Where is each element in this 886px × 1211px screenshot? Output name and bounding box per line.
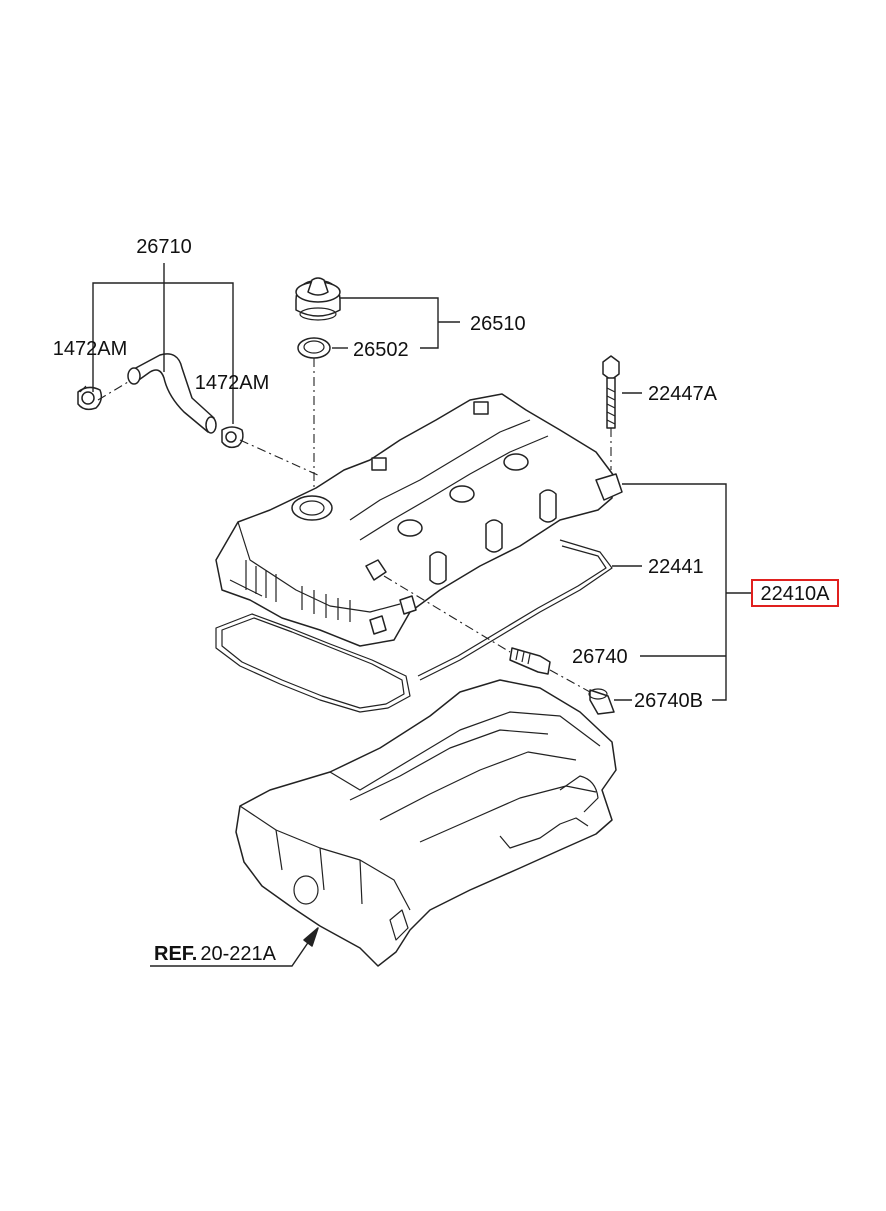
filler-cap-gasket-illustration [297, 337, 331, 359]
label-22410a[interactable]: 22410A [761, 583, 831, 605]
label-1472am-left[interactable]: 1472AM [53, 338, 128, 360]
ref-arrow-head [303, 927, 319, 947]
label-26710[interactable]: 26710 [136, 236, 192, 258]
leader-left-clamp [97, 381, 129, 401]
ref-prefix: REF. [154, 943, 197, 965]
hose-clamp-left-illustration [77, 385, 103, 411]
label-26502[interactable]: 26502 [353, 339, 409, 361]
pcv-valve-illustration [509, 647, 551, 675]
label-26510[interactable]: 26510 [470, 313, 526, 335]
oil-filler-cap-illustration [295, 277, 341, 321]
ref-code: 20-221A [200, 943, 276, 965]
cover-bolt-illustration [602, 355, 620, 429]
leader-cover-to-pcv [383, 575, 511, 653]
cover-gasket-illustration [215, 539, 613, 713]
bracket-22410a [622, 483, 752, 701]
highlight-box-22410a [751, 579, 839, 607]
valve-cover-illustration [215, 393, 623, 647]
label-22447a[interactable]: 22447A [648, 383, 718, 405]
cylinder-head-illustration [235, 679, 617, 967]
label-26740b[interactable]: 26740B [634, 690, 703, 712]
label-22441[interactable]: 22441 [648, 556, 704, 578]
ref-label[interactable]: REF.20-221A [154, 943, 277, 965]
breather-hose-illustration [127, 353, 217, 434]
label-1472am-right[interactable]: 1472AM [195, 372, 270, 394]
leader-pcv-to-grommet [549, 669, 591, 693]
pcv-grommet-illustration [588, 688, 615, 715]
leader-right-clamp [239, 439, 321, 477]
bracket-26510 [340, 297, 460, 349]
hose-clamp-right-illustration [221, 426, 244, 449]
bracket-26710 [92, 263, 234, 424]
label-26740[interactable]: 26740 [572, 646, 628, 668]
